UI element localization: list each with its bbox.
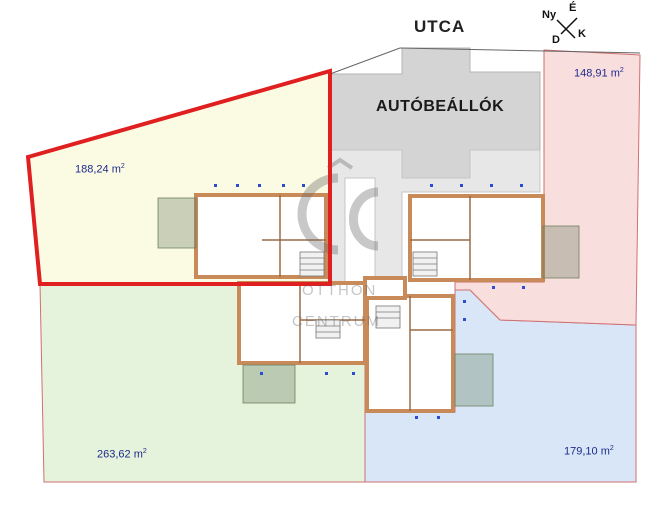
terrace-southeast — [454, 353, 494, 407]
highlight-outline — [25, 68, 332, 286]
dimension-marks — [214, 184, 525, 419]
compass-north: É — [569, 2, 577, 14]
street-label: UTCA — [414, 17, 466, 36]
area-label-green: 263,62 m2 — [97, 448, 147, 461]
compass-south: D — [552, 34, 560, 46]
driveway — [329, 149, 541, 283]
stairs — [299, 251, 438, 339]
area-label-yellow: 188,24 m2 — [75, 163, 125, 176]
area-label-blue: 179,10 m2 — [564, 445, 614, 458]
terraces — [157, 197, 580, 407]
compass-east: K — [578, 28, 586, 40]
compass-west: Ny — [542, 9, 557, 21]
street-edge — [329, 47, 401, 75]
watermark-line2: CENTRUM — [292, 313, 381, 330]
compass-icon — [556, 17, 578, 39]
terrace-east — [542, 225, 580, 279]
watermark-line1: OTTHON — [302, 282, 378, 299]
terrace-west — [157, 197, 197, 249]
interior-walls — [262, 195, 471, 411]
street-edge-2 — [399, 47, 641, 54]
terrace-south — [242, 364, 296, 404]
area-label-pink: 148,91 m2 — [574, 67, 624, 80]
parking-label: AUTÓBEÁLLÓK — [376, 98, 505, 115]
core-stair — [363, 276, 407, 300]
